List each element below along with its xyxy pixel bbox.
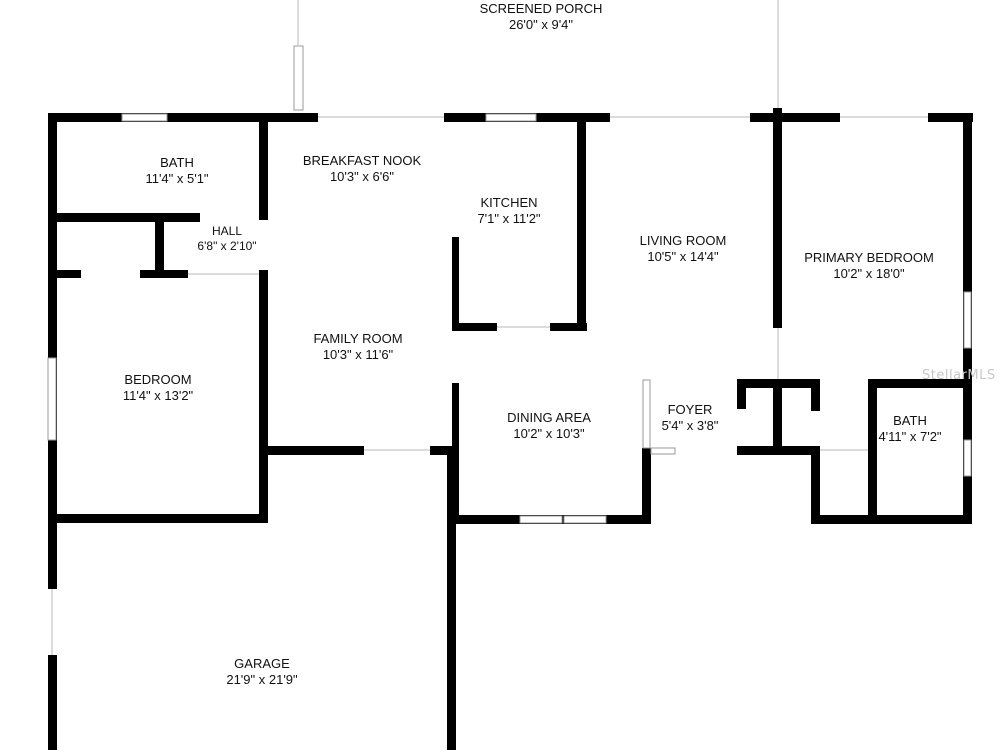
- wall-closet-left: [737, 379, 746, 409]
- room-name: SCREENED PORCH: [479, 1, 603, 16]
- wall-bedroom-right: [259, 270, 268, 522]
- wall-closet-mid: [773, 379, 782, 451]
- wall-kitchen-bottom-left: [452, 323, 497, 331]
- wall-kitchen-left: [452, 237, 459, 331]
- wall-left-lower: [48, 655, 57, 750]
- room-name: KITCHEN: [480, 195, 538, 210]
- wall-left-upper: [48, 113, 57, 589]
- room-dimensions: 4'11" x 7'2": [878, 429, 942, 444]
- room-dimensions: 10'3" x 11'6": [322, 347, 394, 362]
- room-dimensions: 5'4" x 3'8": [661, 418, 719, 433]
- wall-closet2-left: [811, 446, 820, 523]
- window-primary: [963, 291, 972, 349]
- room-name: LIVING ROOM: [639, 233, 727, 248]
- wall-family-bottom-left: [266, 446, 364, 455]
- wall-bedroom-bottom: [48, 514, 268, 523]
- wall-dining-left: [452, 383, 459, 523]
- room-dimensions: 7'1" x 11'2": [477, 211, 541, 226]
- room-label-foyer: FOYER 5'4" x 3'8": [662, 402, 719, 434]
- wall-top-left: [48, 113, 318, 122]
- room-label-garage: GARAGE 21'9" x 21'9": [226, 656, 297, 688]
- window-bedroom: [47, 357, 57, 441]
- window-dining-2: [563, 515, 607, 524]
- room-label-dining-area: DINING AREA 10'2" x 10'3": [507, 410, 591, 442]
- room-label-bath-2: BATH 4'11" x 7'2": [878, 413, 941, 445]
- room-label-bedroom: BEDROOM 11'4" x 13'2": [123, 372, 193, 404]
- wall-top-right: [750, 113, 840, 122]
- room-dimensions: 10'5" x 14'4": [647, 249, 719, 264]
- wall-dining-right: [642, 448, 651, 524]
- room-label-kitchen: KITCHEN 7'1" x 11'2": [477, 195, 540, 227]
- room-dimensions: 26'0" x 9'4": [508, 17, 574, 32]
- room-name: BEDROOM: [124, 372, 192, 387]
- openings: [51, 0, 928, 655]
- window-bath1: [121, 113, 168, 122]
- room-dimensions: 10'2" x 18'0": [833, 266, 905, 281]
- window-foyer-step: [650, 447, 676, 455]
- wall-kitchen-bottom-right: [550, 323, 587, 331]
- room-name: PRIMARY BEDROOM: [804, 250, 934, 265]
- wall-top-far-right: [928, 113, 973, 122]
- room-label-primary-bedroom: PRIMARY BEDROOM 10'2" x 18'0": [804, 250, 934, 282]
- window-kitchen: [485, 113, 537, 122]
- wall-living-primary: [773, 108, 782, 328]
- room-dimensions: 11'4" x 13'2": [122, 388, 194, 403]
- wall-bath1-right: [259, 120, 268, 220]
- room-dimensions: 10'3" x 6'6": [329, 169, 395, 184]
- room-dimensions: 6'8" x 2'10": [197, 239, 257, 253]
- window-foyer-side: [642, 379, 651, 449]
- wall-family-bottom-right: [430, 446, 456, 455]
- window-bath2: [963, 439, 972, 477]
- wall-foyer-bottom: [737, 446, 819, 455]
- room-name: DINING AREA: [507, 410, 591, 425]
- room-label-bath-1: BATH 11'4" x 5'1": [145, 155, 208, 187]
- wall-hall-bottom-mid: [140, 270, 188, 278]
- room-name: HALL: [211, 224, 243, 238]
- room-label-hall: HALL 6'8" x 2'10": [197, 224, 256, 254]
- room-name: BATH: [893, 413, 927, 428]
- room-label-screened-porch: SCREENED PORCH 26'0" x 9'4": [480, 1, 603, 33]
- wall-bath2-left: [868, 379, 877, 523]
- room-label-living-room: LIVING ROOM 10'5" x 14'4": [640, 233, 727, 265]
- window-dining-1: [519, 515, 563, 524]
- wall-hall-post: [155, 213, 164, 275]
- wall-bath2-bottom: [811, 515, 972, 524]
- windows: [47, 45, 972, 524]
- wall-garage-right: [447, 446, 456, 750]
- window-porch-post: [293, 45, 304, 111]
- watermark: StellarMLS: [922, 368, 996, 383]
- room-name: BATH: [160, 155, 194, 170]
- wall-bath1-bottom: [48, 213, 200, 222]
- wall-hall-bottom-left: [48, 270, 81, 278]
- wall-kitchen-right: [577, 120, 586, 331]
- room-name: FOYER: [667, 402, 713, 417]
- room-dimensions: 10'2" x 10'3": [513, 426, 585, 441]
- room-name: BREAKFAST NOOK: [302, 153, 422, 168]
- room-name: FAMILY ROOM: [313, 331, 403, 346]
- wall-bath2-top: [868, 379, 972, 388]
- room-label-family-room: FAMILY ROOM 10'3" x 11'6": [313, 331, 402, 363]
- room-label-breakfast-nook: BREAKFAST NOOK 10'3" x 6'6": [303, 153, 421, 185]
- room-dimensions: 11'4" x 5'1": [145, 171, 209, 186]
- room-name: GARAGE: [234, 656, 290, 671]
- wall-closet-right: [811, 379, 820, 411]
- room-dimensions: 21'9" x 21'9": [226, 672, 298, 687]
